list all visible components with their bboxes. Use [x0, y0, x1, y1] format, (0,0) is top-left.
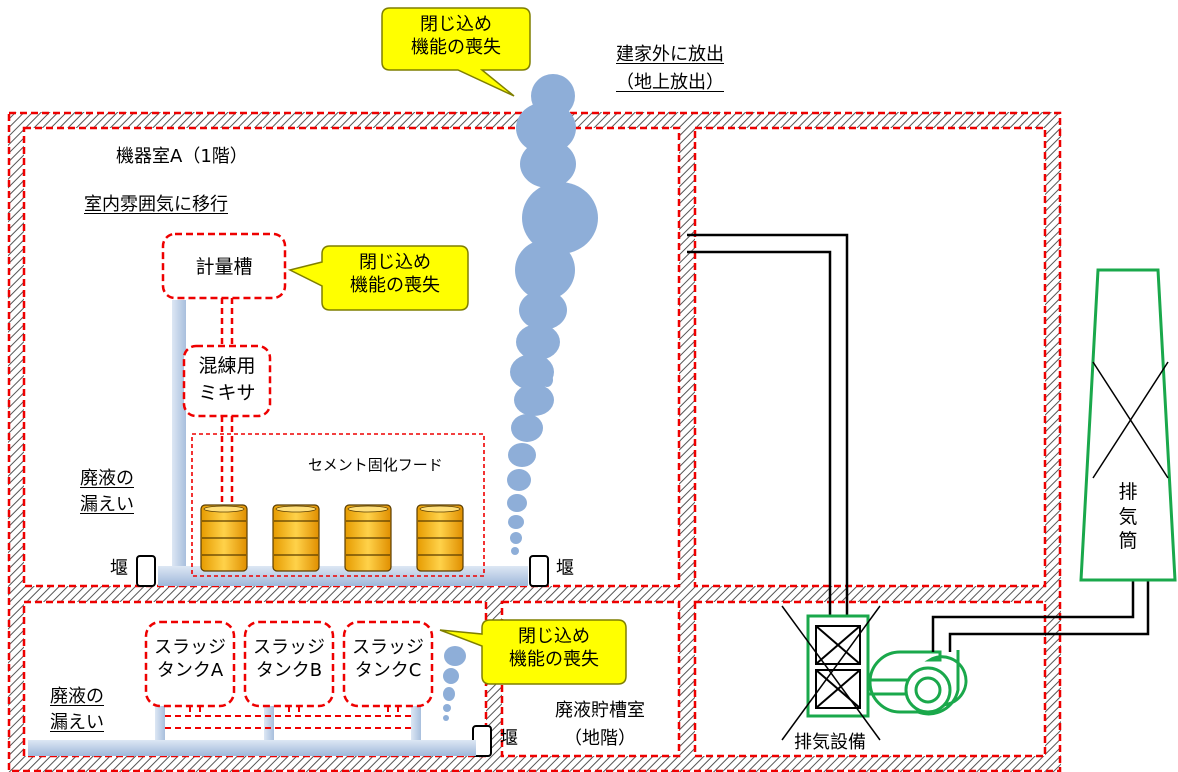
weir-right-label: 堰	[556, 558, 574, 579]
callout-line2: 機能の喪失	[509, 648, 599, 670]
mixer-label-1: 混練用	[198, 355, 256, 377]
mixer-to-hood-pipe	[220, 416, 234, 508]
lower-leak-label-2: 漏えい	[50, 712, 104, 733]
cement-hood-label: セメント固化フード	[308, 456, 443, 474]
upper-leak-label-1: 廃液の	[80, 468, 134, 489]
callout-shapes	[287, 7, 627, 685]
metering-tank-box	[161, 232, 287, 300]
stack-duct	[931, 580, 1150, 652]
lower-leak-liquid	[28, 706, 476, 756]
sludge-tanks	[144, 620, 434, 708]
tank-label-line1: スラッジ	[253, 637, 325, 658]
metering-tank-label: 計量槽	[195, 256, 253, 278]
drums	[200, 504, 464, 572]
mixer-box	[182, 344, 272, 418]
weir-left-label: 堰	[110, 558, 128, 579]
mixer-label-2: ミキサ	[198, 382, 256, 404]
callout-line2: 機能の喪失	[350, 274, 440, 296]
sludge-tank-b-label: スラッジ タンクB	[245, 636, 333, 683]
room-a-label: 機器室A（1階）	[116, 146, 248, 167]
drum-4	[416, 504, 464, 572]
drum-2	[272, 504, 320, 572]
sludge-tank-a-label: スラッジ タンクA	[146, 636, 234, 683]
blower-fan	[868, 650, 968, 716]
stack-label: 排気筒	[1110, 480, 1146, 554]
exhaust-equipment-label: 排気設備	[794, 732, 866, 753]
smoke-plume	[507, 74, 598, 555]
drum-3	[344, 504, 392, 572]
tank-label-line2: タンクB	[255, 660, 323, 682]
callout-containment-loss-metering: 閉じ込め 機能の喪失	[322, 252, 468, 297]
callout-line2: 機能の喪失	[411, 36, 501, 58]
callout-line1: 閉じ込め	[420, 14, 492, 35]
ground-release-label: （地上放出）	[616, 72, 724, 93]
weirs	[136, 555, 549, 757]
weir-lower-label: 堰	[500, 728, 518, 749]
building-walls	[7, 111, 1062, 772]
storage-room-label-2: （地階）	[564, 728, 636, 749]
room-atmosphere-label: 室内雰囲気に移行	[84, 194, 228, 215]
tank-interconnect	[165, 706, 411, 729]
stack-label-text: 排気筒	[1118, 481, 1138, 553]
callout-containment-loss-top: 閉じ込め 機能の喪失	[382, 14, 530, 59]
tank-label-line2: タンクA	[156, 660, 224, 682]
callout-line1: 閉じ込め	[359, 252, 431, 273]
exhaust-duct	[687, 233, 849, 615]
upper-leak-label-2: 漏えい	[80, 494, 134, 515]
tank-label-line1: スラッジ	[154, 637, 226, 658]
tank-label-line2: タンクC	[354, 660, 422, 682]
tank-label-line1: スラッジ	[352, 637, 424, 658]
release-outside-label: 建家外に放出	[616, 44, 724, 65]
storage-room-label-1: 廃液貯槽室	[555, 700, 645, 721]
callout-containment-loss-tanks: 閉じ込め 機能の喪失	[482, 626, 626, 671]
small-smoke	[443, 646, 466, 721]
callout-line1: 閉じ込め	[518, 626, 590, 647]
tank-to-mixer-pipe	[220, 298, 234, 346]
exhaust-stack	[1079, 268, 1177, 582]
exhaust-filter-unit	[781, 605, 881, 741]
sludge-tank-c-label: スラッジ タンクC	[344, 636, 432, 683]
lower-leak-label-1: 廃液の	[50, 686, 104, 707]
drum-1	[200, 504, 248, 572]
